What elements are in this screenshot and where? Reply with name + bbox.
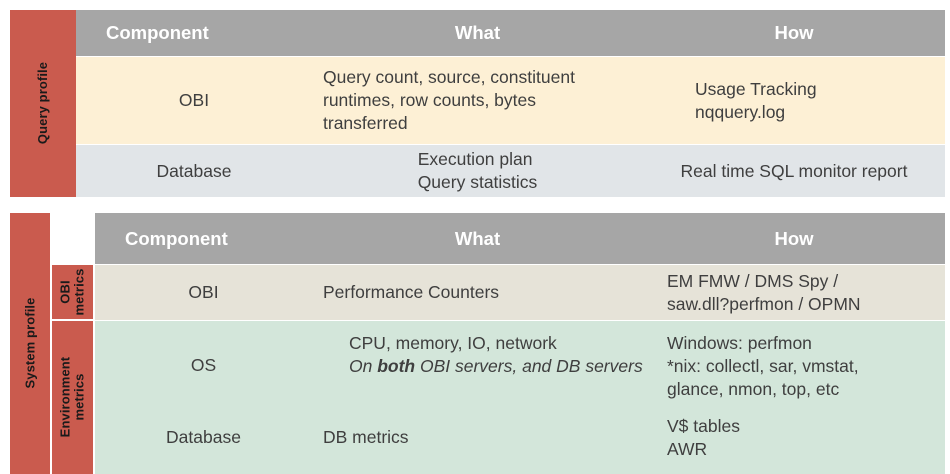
query-profile-row-obi-what-line-3: transferred [323,112,408,133]
query-profile-row-database-component-text: Database [156,160,232,181]
system-profile-row-os-how-line-2: *nix: collectl, sar, vmstat, [667,355,859,376]
system-profile-row-os-what-note-suffix: OBI servers, and DB servers [415,355,643,376]
system-profile-row-database-component: Database [95,409,312,466]
query-profile-header-component-text: Component [106,22,209,43]
system-profile-row-database-how-line-2: AWR [667,438,708,459]
query-profile-row-obi-how-line-1: Usage Tracking [695,78,817,99]
query-profile-row-database-what-line-1: Execution plan [417,149,533,170]
system-profile-row-obi-how: EM FMW / DMS Spy / saw.dll?perfmon / OPM… [643,265,945,320]
query-profile-row-obi-component-text: OBI [178,90,210,111]
system-profile-environment-background [95,321,945,474]
system-profile-row-database-what-line-1: DB metrics [323,427,409,448]
system-profile-row-obi-what-line-1: Performance Counters [323,282,500,303]
system-profile-group-environment-metrics: Environment metrics [52,321,93,474]
system-profile-row-database-how-line-1: V$ tables [667,415,740,436]
system-profile-row-os-what-note-bold: both [377,355,416,376]
query-profile-header-how: How [643,10,945,56]
system-profile-row-database-component-text: Database [166,427,241,448]
query-profile-side-label-text: Query profile [34,62,50,145]
system-profile-group-environment-metrics-text: Environment metrics [57,357,87,438]
query-profile-row-database-how-line-1: Real time SQL monitor report [680,160,908,181]
system-profile-row-obi-what: Performance Counters [312,265,643,320]
system-profile-row-os-component: OS [95,321,312,409]
system-profile-row-os-how: Windows: perfmon *nix: collectl, sar, vm… [643,321,945,409]
system-profile-header-component-text: Component [125,227,228,249]
query-profile-row-database-what-line-2: Query statistics [417,172,538,192]
system-profile-row-obi-how-line-2: saw.dll?perfmon / OPMN [667,293,861,314]
system-profile-header-how: How [643,213,945,264]
system-profile-header-how-text: How [774,227,814,249]
system-profile-row-obi-component-text: OBI [188,282,219,303]
system-profile-row-os-what-line-1: CPU, memory, IO, network [349,333,557,353]
query-profile-row-database-component: Database [76,145,312,197]
system-profile-header-what: What [312,213,643,264]
system-profile-side-label: System profile [10,213,50,474]
system-profile-row-obi-how-line-1: EM FMW / DMS Spy / [667,270,839,291]
system-profile-row-database-what: DB metrics [312,409,643,466]
system-profile-row-os-what-note-prefix: On [349,355,378,376]
query-profile-row-obi-what-line-2: runtimes, row counts, bytes [323,90,536,111]
system-profile-row-os-what-note: On both OBI servers, and DB servers [349,355,643,378]
system-profile-row-os-what: CPU, memory, IO, network On both OBI ser… [312,321,643,409]
system-profile-row-database-how: V$ tables AWR [643,409,945,466]
system-profile-row-os-how-line-3: glance, nmon, top, etc [667,378,840,399]
query-profile-header-how-text: How [774,22,814,43]
query-profile-row-obi-how: Usage Tracking nqquery.log [643,57,945,144]
system-profile-group-obi-metrics-text: OBI metrics [57,268,87,316]
query-profile-header-component: Component [76,10,312,56]
query-profile-header-what: What [312,10,643,56]
query-profile-row-obi-what: Query count, source, constituent runtime… [312,57,643,144]
query-profile-side-label: Query profile [10,10,76,197]
system-profile-header-component: Component [95,213,312,264]
query-profile-row-obi-what-line-1: Query count, source, constituent [323,67,575,88]
system-profile-row-os-component-text: OS [190,354,217,375]
system-profile-row-os-how-line-1: Windows: perfmon [667,333,812,353]
query-profile-row-obi-how-line-2: nqquery.log [695,101,786,122]
system-profile-header-what-text: What [454,227,501,249]
system-profile-row-obi-component: OBI [95,265,312,320]
query-profile-row-database-how: Real time SQL monitor report [643,145,945,197]
system-profile-side-label-text: System profile [21,298,37,389]
query-profile-header-what-text: What [454,22,501,43]
query-profile-row-database-what: Execution plan Query statistics [312,145,643,197]
system-profile-group-obi-metrics: OBI metrics [52,265,93,319]
query-profile-row-obi-component: OBI [76,57,312,144]
